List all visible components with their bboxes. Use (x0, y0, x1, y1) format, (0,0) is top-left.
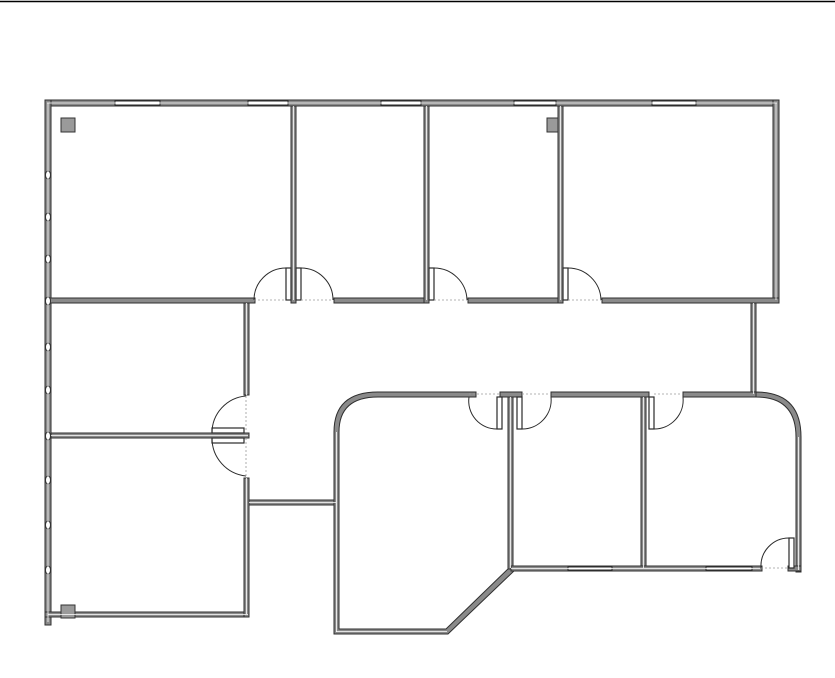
top-partitions (290, 105, 564, 304)
door-room-3 (428, 267, 468, 301)
door-room-8 (516, 393, 552, 430)
structural-columns (60, 117, 559, 619)
door-exterior (760, 537, 795, 569)
exterior-walls (44, 99, 780, 626)
door-room-4 (562, 267, 602, 301)
door-room-9 (648, 393, 684, 430)
wall-inner-lines (47, 102, 799, 632)
lower-right-block (333, 391, 802, 635)
door-room-5 (211, 395, 247, 434)
column (60, 604, 76, 619)
column (60, 117, 76, 133)
door-room-7 (468, 393, 503, 430)
column (546, 117, 559, 133)
door-room-1 (253, 267, 292, 301)
doors (211, 267, 795, 569)
door-room-6 (211, 437, 247, 477)
door-room-2 (295, 267, 334, 301)
